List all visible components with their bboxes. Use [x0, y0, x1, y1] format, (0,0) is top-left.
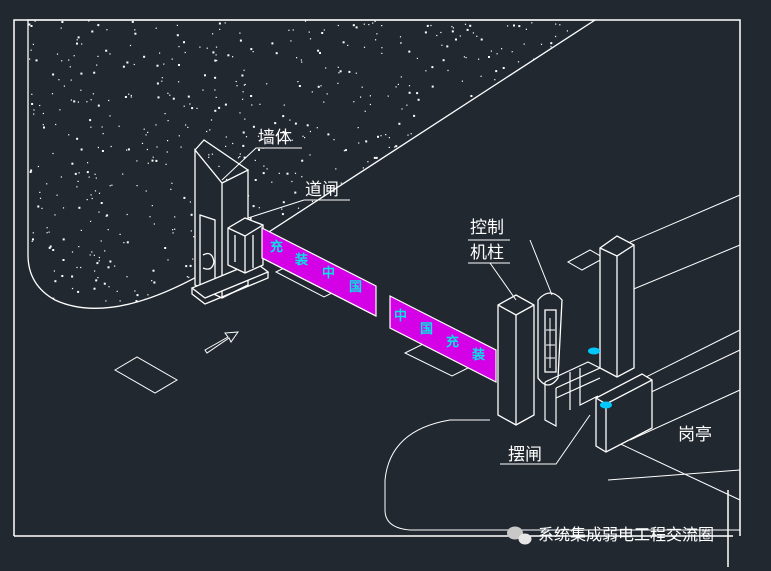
label-control-post-line1: 控制: [470, 218, 504, 238]
booth-pillar: [599, 235, 635, 378]
swing-gate-pillar: [537, 292, 563, 386]
barrier-gate-cabinet: [190, 217, 270, 305]
booth-base: [595, 373, 653, 453]
boom-arm-right: 中 国 充 装: [389, 295, 497, 383]
boom-char: 充: [270, 239, 283, 255]
label-barrier-gate: 道闸: [305, 180, 339, 200]
boom-char: 装: [294, 252, 308, 268]
control-post: [497, 294, 535, 426]
road-outline: [384, 194, 741, 536]
label-swing-gate: 摆闸: [508, 445, 542, 465]
watermark-text: 系统集成弱电工程交流圈: [538, 525, 714, 544]
boom-char: 国: [349, 280, 362, 295]
boom-char: 国: [420, 322, 433, 337]
label-control-post-line2: 机柱: [470, 243, 504, 263]
sensor-icon: [588, 347, 600, 355]
sensor-icon: [600, 401, 612, 409]
boom-char: 中: [322, 265, 335, 281]
boom-arm-left: 充 装 中 国: [261, 227, 377, 317]
wechat-icon: [507, 526, 532, 545]
boom-char: 充: [446, 334, 459, 350]
label-guard-booth: 岗亭: [678, 425, 712, 445]
direction-arrow: [204, 331, 240, 354]
watermark: 系统集成弱电工程交流圈: [507, 525, 714, 545]
label-wall: 墙体: [258, 128, 292, 148]
swing-gate-frame: [544, 361, 602, 428]
label-leaders: [221, 147, 591, 465]
boom-char: 装: [471, 347, 485, 363]
boom-char: 中: [394, 308, 407, 324]
sensor-icons: [588, 347, 612, 409]
